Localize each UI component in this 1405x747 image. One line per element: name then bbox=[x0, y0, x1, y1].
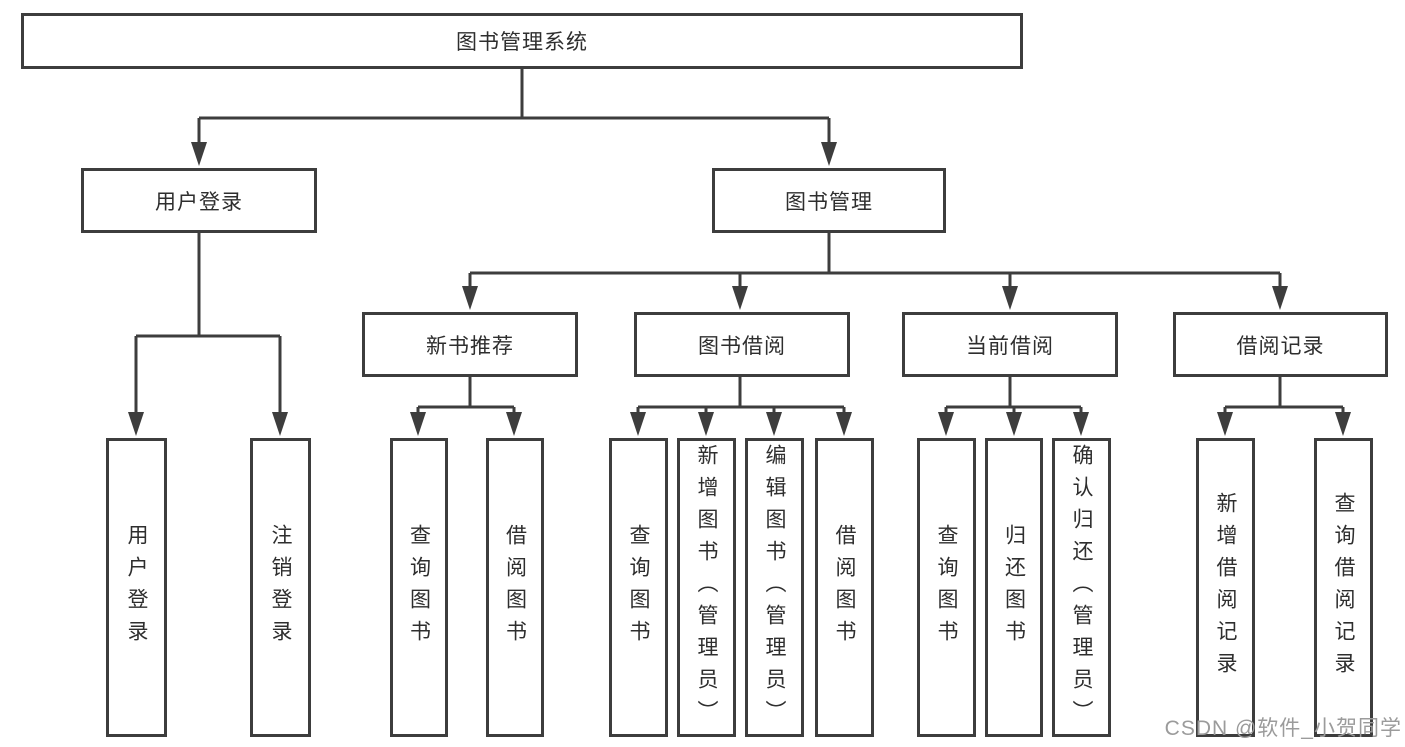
node-query-borrow-record-label: 查询借阅记录 bbox=[1332, 491, 1355, 684]
node-query-books-2-label: 查询图书 bbox=[627, 523, 650, 652]
node-book-borrowing: 图书借阅 bbox=[634, 312, 850, 377]
node-return-books: 归还图书 bbox=[985, 438, 1043, 737]
node-borrow-books-1-label: 借阅图书 bbox=[503, 523, 527, 652]
node-add-borrow-record-label: 新增借阅记录 bbox=[1214, 491, 1237, 684]
csdn-watermark: CSDN @软件_小贺同学 bbox=[1164, 717, 1402, 740]
node-logout-label: 注销登录 bbox=[269, 523, 292, 652]
node-query-books-3-label: 查询图书 bbox=[935, 523, 958, 652]
node-root: 图书管理系统 bbox=[21, 13, 1023, 69]
node-add-books-label: 新增图书（管理员） bbox=[695, 443, 718, 732]
node-borrow-books-2-label: 借阅图书 bbox=[833, 523, 856, 652]
node-book-management-label: 图书管理 bbox=[785, 190, 873, 214]
node-add-books: 新增图书（管理员） bbox=[677, 438, 736, 737]
node-new-book-recommend: 新书推荐 bbox=[362, 312, 578, 377]
node-book-management: 图书管理 bbox=[712, 168, 946, 233]
node-edit-books-label: 编辑图书（管理员） bbox=[763, 443, 786, 732]
node-user-login: 用户登录 bbox=[81, 168, 317, 233]
node-logout: 注销登录 bbox=[250, 438, 311, 737]
node-add-borrow-record: 新增借阅记录 bbox=[1196, 438, 1255, 737]
node-borrow-records: 借阅记录 bbox=[1173, 312, 1388, 377]
node-query-books-2: 查询图书 bbox=[609, 438, 668, 737]
node-login: 用户登录 bbox=[106, 438, 167, 737]
node-query-books-1: 查询图书 bbox=[390, 438, 448, 737]
node-current-borrowing: 当前借阅 bbox=[902, 312, 1118, 377]
node-edit-books: 编辑图书（管理员） bbox=[745, 438, 804, 737]
node-query-books-3: 查询图书 bbox=[917, 438, 976, 737]
node-confirm-return-label: 确认归还（管理员） bbox=[1070, 443, 1093, 732]
node-new-book-recommend-label: 新书推荐 bbox=[426, 334, 514, 358]
node-confirm-return: 确认归还（管理员） bbox=[1052, 438, 1111, 737]
node-current-borrowing-label: 当前借阅 bbox=[966, 334, 1054, 358]
node-borrow-books-1: 借阅图书 bbox=[486, 438, 544, 737]
node-login-label: 用户登录 bbox=[125, 523, 148, 652]
node-borrow-records-label: 借阅记录 bbox=[1236, 334, 1325, 358]
node-return-books-label: 归还图书 bbox=[1002, 523, 1026, 652]
node-borrow-books-2: 借阅图书 bbox=[815, 438, 874, 737]
connector-arrowheads bbox=[128, 142, 1351, 436]
node-user-login-label: 用户登录 bbox=[155, 190, 243, 214]
node-book-borrowing-label: 图书借阅 bbox=[698, 334, 786, 358]
node-query-books-1-label: 查询图书 bbox=[407, 523, 431, 652]
node-root-label: 图书管理系统 bbox=[456, 31, 588, 54]
node-query-borrow-record: 查询借阅记录 bbox=[1314, 438, 1373, 737]
